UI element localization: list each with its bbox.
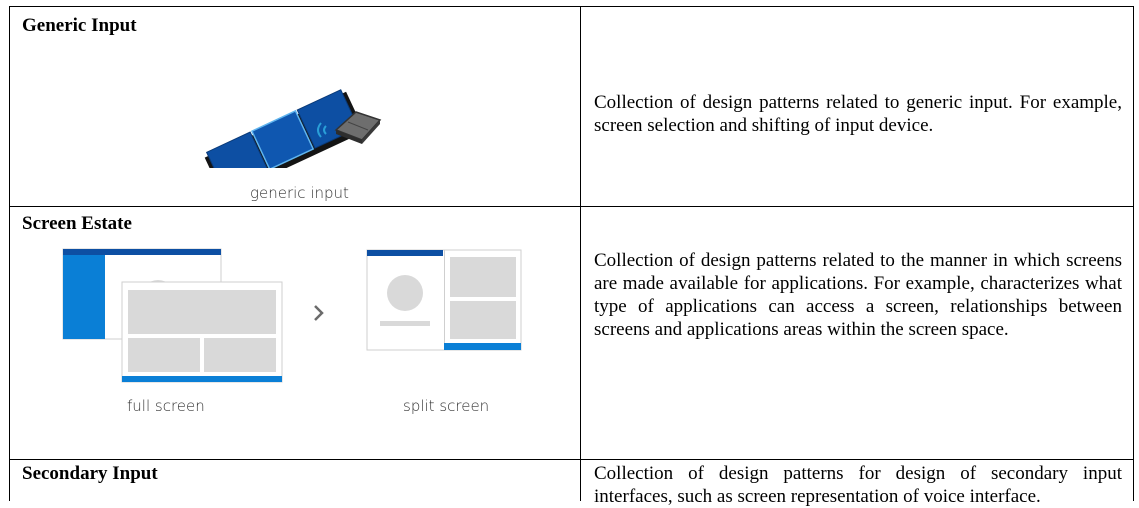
- figure-caption-split-screen: split screen: [403, 397, 490, 415]
- figure-caption-full-screen: full screen: [127, 397, 205, 415]
- row-title: Secondary Input: [22, 463, 158, 484]
- chevron-right-icon: [314, 305, 324, 321]
- split-screen-illustration: [366, 249, 522, 351]
- table-border-top: [9, 6, 1134, 7]
- row-title: Screen Estate: [22, 213, 132, 234]
- row-description: Collection of design patterns related to…: [594, 92, 1122, 136]
- figure-caption: generic input: [250, 184, 349, 202]
- wireless-signal-icon: [317, 122, 327, 138]
- row-title: Generic Input: [22, 15, 137, 36]
- full-screen-illustration: [62, 248, 283, 383]
- row-divider-2: [9, 459, 1134, 460]
- row-divider-1: [9, 206, 1134, 207]
- table-border-right: [1133, 6, 1134, 501]
- table-border-left: [9, 6, 10, 501]
- column-divider: [580, 6, 581, 501]
- row-description: Collection of design patterns related to…: [594, 250, 1122, 340]
- mouse-icon: [334, 111, 382, 144]
- row-description: Collection of design patterns for design…: [594, 463, 1122, 507]
